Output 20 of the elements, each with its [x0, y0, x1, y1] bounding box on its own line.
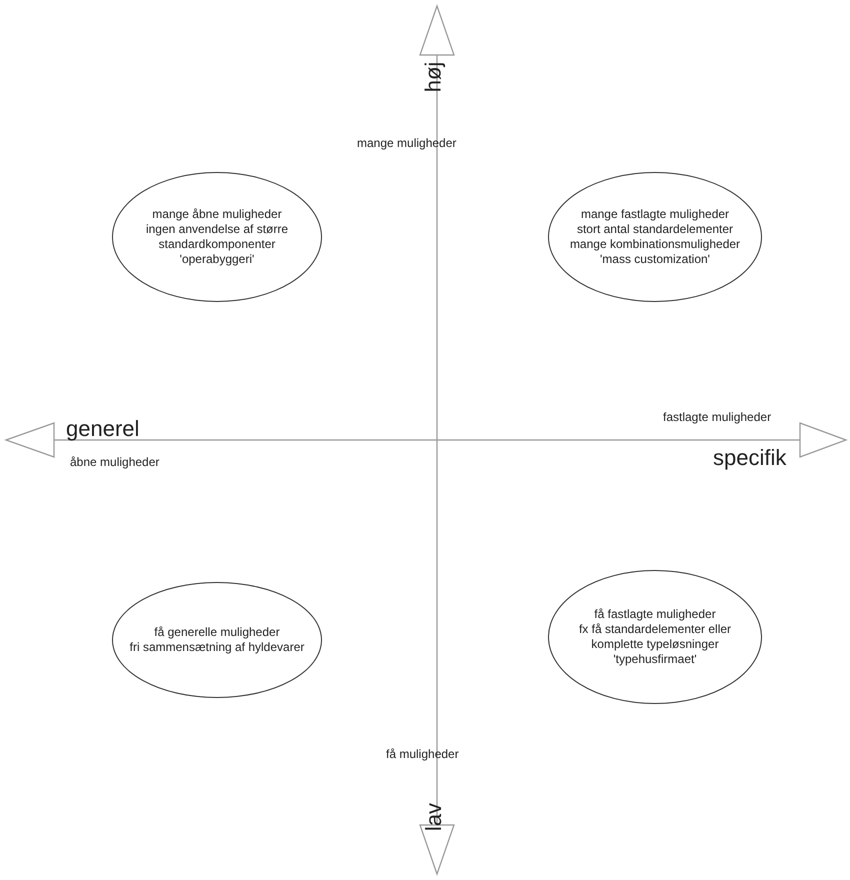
- node-text: mange fastlagte muligheder: [580, 207, 730, 222]
- node-text: stort antal standardelementer: [576, 222, 734, 237]
- node-text: 'typehusfirmaet': [613, 652, 697, 667]
- axis-label: specifik: [713, 447, 786, 469]
- axis-label: mange muligheder: [357, 137, 456, 149]
- node-text: få generelle muligheder: [154, 625, 280, 640]
- node-text: 'mass customization': [600, 252, 710, 267]
- axis-label: åbne muligheder: [70, 456, 160, 468]
- axis-label: lav: [423, 802, 446, 832]
- node-text: fx få standardelementer eller komplette typeløsninger: [578, 622, 732, 652]
- node-text: 'operabyggeri': [180, 252, 254, 267]
- node-text: mange åbne muligheder: [152, 207, 282, 222]
- node-text: fri sammensætning af hyldevarer: [130, 640, 304, 655]
- node-text: ingen anvendelse af større standardkomponenter: [144, 222, 290, 252]
- axis-label: fastlagte muligheder: [663, 411, 772, 423]
- node-text: mange kombinationsmuligheder: [570, 237, 740, 252]
- axis-label: generel: [66, 418, 140, 440]
- axis-label: høj: [422, 62, 444, 92]
- node-text: få fastlagte muligheder: [594, 607, 716, 622]
- axis-label: få muligheder: [386, 748, 459, 760]
